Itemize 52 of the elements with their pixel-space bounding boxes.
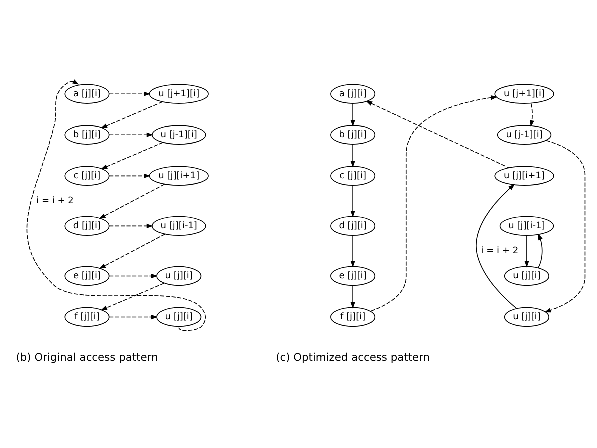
- arrow: [100, 282, 165, 310]
- node-ellipse: u [j][i]: [156, 306, 202, 327]
- arrow: [350, 284, 356, 308]
- node-ellipse: u [j][i-1]: [152, 216, 206, 236]
- node-ellipse: a [j][i]: [64, 84, 110, 104]
- arrow: [544, 140, 586, 312]
- arrow: [350, 144, 356, 168]
- node-ellipse: c [j][i]: [64, 166, 110, 186]
- node-ellipse: u [j-1][i]: [497, 124, 552, 144]
- node-ellipse: b [j][i]: [64, 124, 110, 144]
- arrow: [109, 273, 158, 278]
- arrow: [109, 314, 158, 320]
- arrow: [99, 233, 166, 269]
- arrow: [366, 100, 510, 168]
- node-ellipse: u [j][i]: [504, 266, 550, 286]
- arrow: [530, 102, 534, 127]
- node-ellipse: u [j-1][i]: [152, 124, 206, 144]
- node-ellipse: e [j][i]: [64, 266, 110, 286]
- arrow: [350, 184, 356, 218]
- node-ellipse: b [j][i]: [330, 124, 376, 144]
- arrow: [350, 234, 356, 268]
- node-ellipse: u [j][i-1]: [500, 216, 554, 236]
- node-ellipse: u [j][i+1]: [149, 166, 209, 186]
- arrow: [109, 223, 154, 228]
- node-ellipse: f [j][i]: [64, 306, 110, 327]
- arrow: [350, 102, 356, 126]
- arrow: [109, 91, 151, 96]
- node-ellipse: u [j][i]: [504, 306, 550, 327]
- node-ellipse: u [j][i]: [156, 266, 202, 286]
- arrow: [109, 173, 151, 178]
- arrow: [476, 184, 518, 309]
- edge-label: i = i + 2: [481, 246, 519, 256]
- arrow: [370, 95, 498, 312]
- arrow: [100, 101, 164, 128]
- node-ellipse: e [j][i]: [330, 266, 376, 286]
- label: (b) Original access pattern: [16, 350, 158, 364]
- node-ellipse: a [j][i]: [330, 84, 376, 104]
- node-ellipse: u [j+1][i]: [494, 84, 554, 104]
- edge-label: i = i + 2: [36, 196, 74, 206]
- node-ellipse: u [j][i+1]: [494, 166, 554, 186]
- label: (c) Optimized access pattern: [276, 350, 430, 364]
- arrow: [538, 233, 543, 268]
- arrow: [524, 234, 530, 268]
- node-ellipse: c [j][i]: [330, 166, 376, 186]
- arrow: [26, 79, 206, 331]
- node-ellipse: d [j][i]: [64, 216, 110, 236]
- arrow: [101, 142, 164, 169]
- arrow: [109, 132, 154, 137]
- arrow: [99, 184, 166, 219]
- node-ellipse: f [j][i]: [330, 306, 376, 327]
- node-ellipse: d [j][i]: [330, 216, 376, 236]
- node-ellipse: u [j+1][i]: [149, 84, 209, 104]
